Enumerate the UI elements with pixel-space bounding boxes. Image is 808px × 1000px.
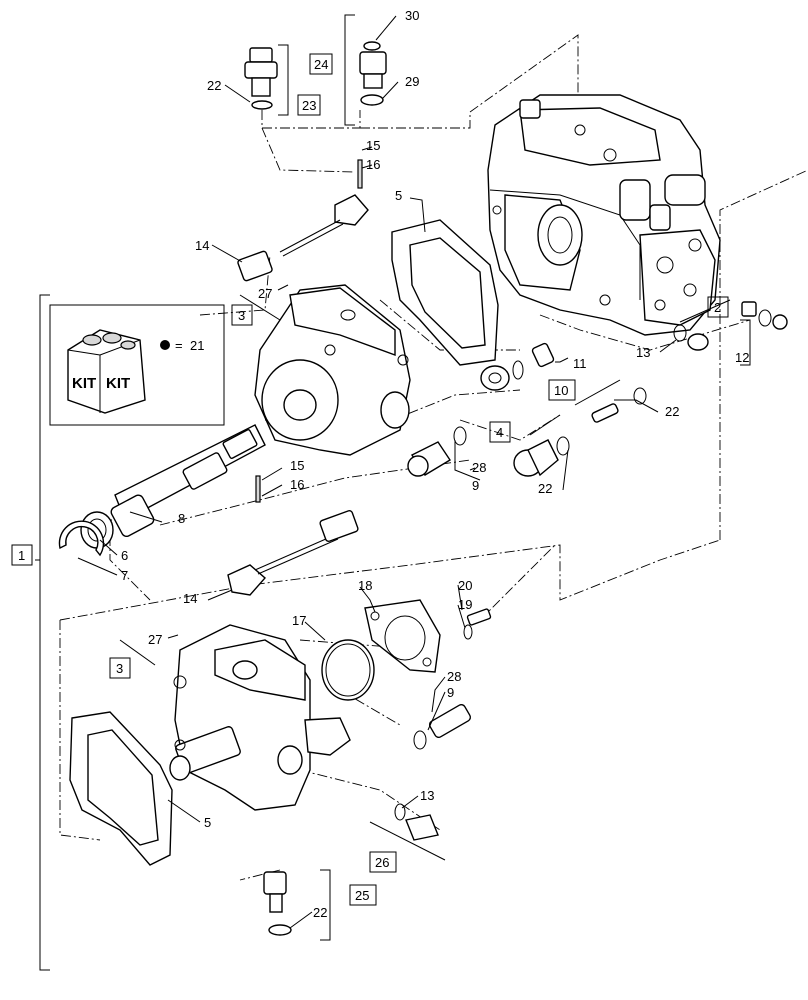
gasket-upper — [391, 219, 499, 366]
pump-head-lower — [169, 624, 351, 811]
callout-4: 4 — [496, 425, 503, 440]
callout-22-bottom: 22 — [313, 905, 327, 920]
fitting-24 — [244, 47, 278, 110]
callout-30: 30 — [405, 8, 419, 23]
valve-parts-mid — [407, 301, 788, 477]
callout-box-26 — [369, 851, 397, 873]
callout-27: 27 — [258, 286, 272, 301]
drive-shaft — [58, 424, 266, 557]
kit-label-left: KIT — [72, 375, 96, 392]
cover-and-fasteners — [321, 599, 492, 841]
callout-14: 14 — [195, 238, 209, 253]
speed-sensor-upper — [237, 159, 369, 282]
callout-9: 9 — [472, 478, 479, 493]
callout-28-lower: 28 — [447, 669, 461, 684]
main-pump-housing — [487, 94, 721, 336]
callout-13-lower: 13 — [420, 788, 434, 803]
callout-14-lower: 14 — [183, 591, 197, 606]
callout-labels: 30 29 22 24 23 15 16 5 14 27 3 2 13 12 1… — [11, 8, 749, 920]
callout-3-lower: 3 — [116, 661, 123, 676]
callout-16: 16 — [366, 157, 380, 172]
callout-box-10 — [548, 379, 576, 401]
callout-box-2 — [707, 296, 729, 318]
callout-22-mid: 22 — [538, 481, 552, 496]
callout-28: 28 — [472, 460, 486, 475]
brackets — [35, 14, 751, 971]
callout-17: 17 — [292, 613, 306, 628]
callout-20: 20 — [458, 578, 472, 593]
callout-box-3 — [231, 304, 253, 326]
kit-bullet-icon — [160, 340, 170, 350]
callout-12: 12 — [735, 350, 749, 365]
callout-box-3-lower — [109, 657, 131, 679]
callout-8: 8 — [178, 511, 185, 526]
callout-box-4 — [489, 421, 511, 443]
callout-box-24 — [309, 53, 333, 75]
callout-10: 10 — [554, 383, 568, 398]
gasket-lower — [69, 711, 173, 866]
callout-25: 25 — [355, 888, 369, 903]
callout-13: 13 — [636, 345, 650, 360]
kit-label-right: KIT — [106, 375, 130, 392]
speed-sensor-lower — [227, 475, 359, 596]
callout-1: 1 — [18, 548, 25, 563]
pump-head-upper — [254, 284, 411, 456]
callout-18: 18 — [358, 578, 372, 593]
callout-box-23 — [297, 94, 321, 116]
callout-box-1 — [11, 544, 33, 566]
callout-box-25 — [349, 884, 377, 906]
callout-22: 22 — [207, 78, 221, 93]
callout-16-lower: 16 — [290, 477, 304, 492]
callout-15: 15 — [366, 138, 380, 153]
callout-24: 24 — [314, 57, 328, 72]
callout-7: 7 — [121, 568, 128, 583]
callout-3: 3 — [238, 308, 245, 323]
kit-number: 21 — [190, 338, 204, 353]
callout-5-lower: 5 — [204, 815, 211, 830]
kit-equals: = — [175, 338, 183, 353]
fitting-23 — [359, 41, 387, 106]
callout-26: 26 — [375, 855, 389, 870]
callout-5: 5 — [395, 188, 402, 203]
kit-legend: KIT KIT = 21 — [49, 304, 225, 426]
callout-9-lower: 9 — [447, 685, 454, 700]
callout-15-lower: 15 — [290, 458, 304, 473]
leader-lines — [77, 15, 677, 929]
callout-27-lower: 27 — [148, 632, 162, 647]
fitting-25 — [263, 871, 292, 936]
callout-23: 23 — [302, 98, 316, 113]
callout-2: 2 — [714, 300, 721, 315]
callout-19: 19 — [458, 597, 472, 612]
callout-6: 6 — [121, 548, 128, 563]
callout-11: 11 — [573, 356, 587, 371]
callout-29: 29 — [405, 74, 419, 89]
callout-22-right: 22 — [665, 404, 679, 419]
